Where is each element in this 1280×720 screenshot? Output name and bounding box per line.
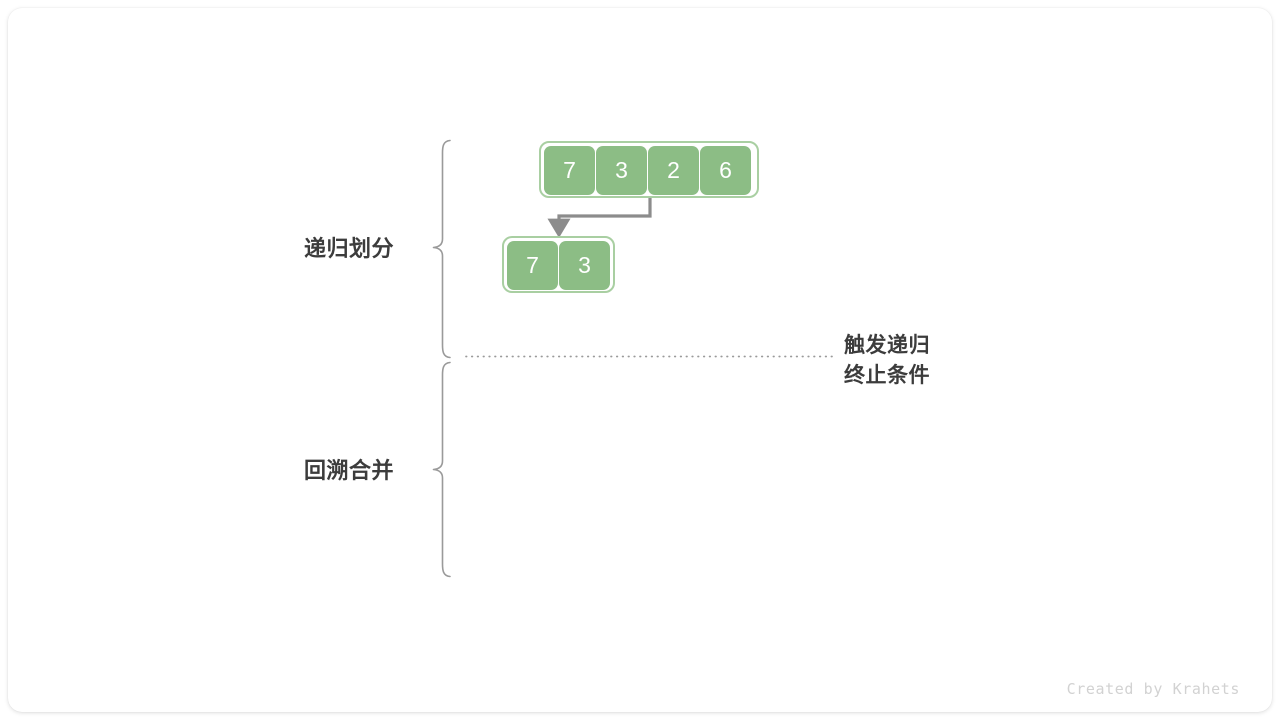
section-label-divide: 递归划分: [304, 236, 395, 261]
array-cell: 7: [544, 146, 595, 195]
base-case-annotation-line-1: 触发递归: [844, 334, 930, 357]
base-case-annotation-line-2: 终止条件: [844, 363, 930, 387]
figure-card: [8, 8, 1272, 712]
array-level-0: 7 3 2 6: [539, 141, 759, 198]
array-cell: 6: [700, 146, 751, 195]
watermark-credit: Created by Krahets: [1066, 680, 1240, 698]
array-cell: 3: [596, 146, 647, 195]
array-cell: 3: [559, 241, 610, 290]
base-case-annotation: 触发递归 终止条件: [844, 331, 930, 391]
array-level-1: 7 3: [502, 236, 615, 293]
array-cell: 7: [507, 241, 558, 290]
section-label-merge: 回溯合并: [304, 458, 395, 483]
array-cell: 2: [648, 146, 699, 195]
